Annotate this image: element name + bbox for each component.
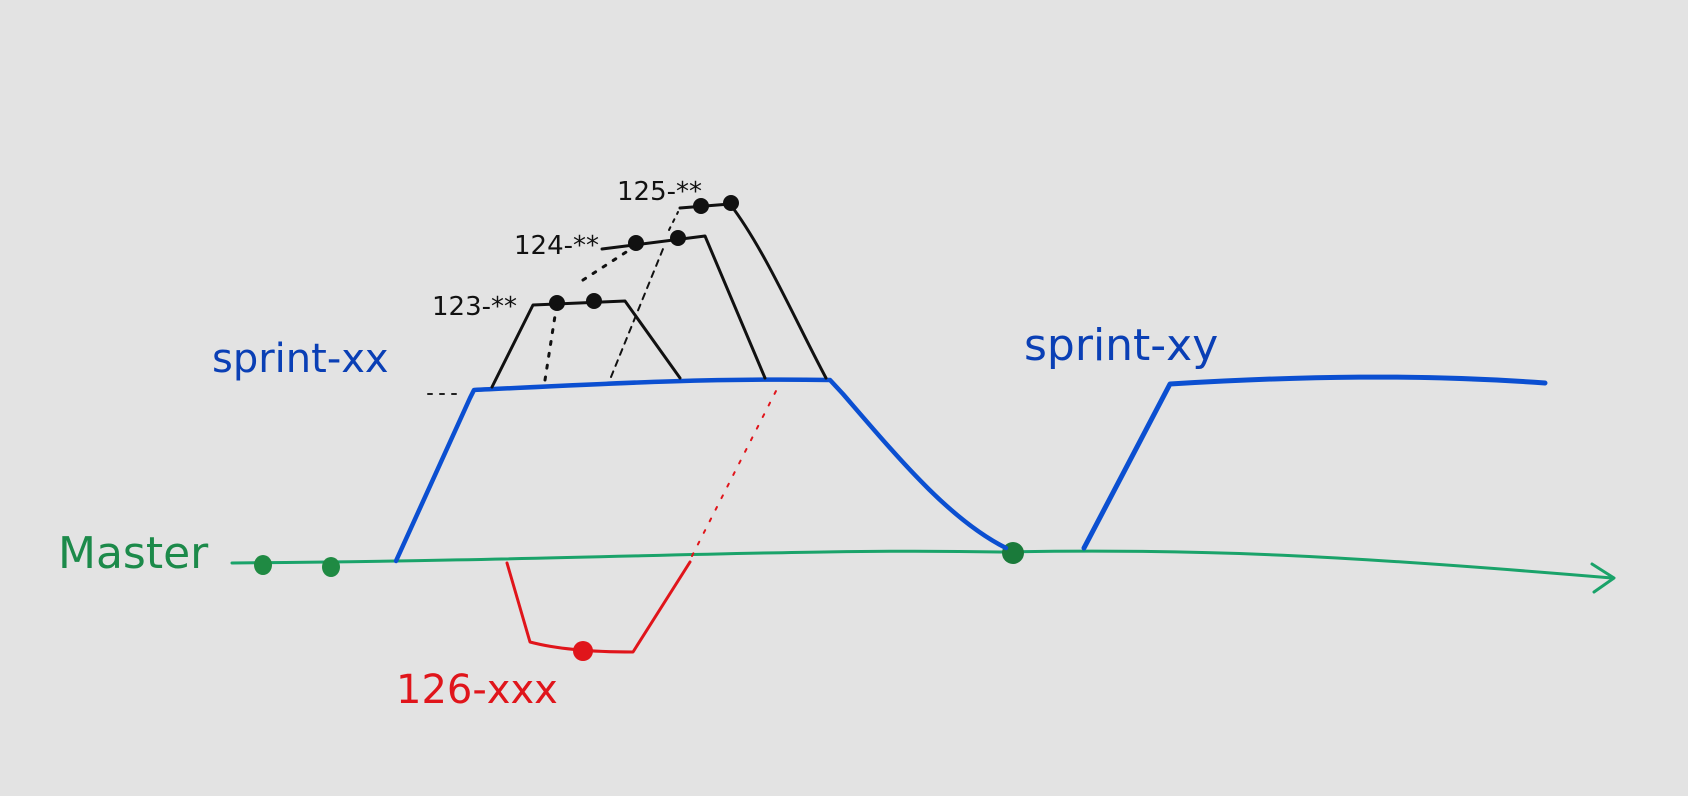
master-commit-2: [322, 557, 340, 577]
feature-124-commit-2: [670, 230, 686, 246]
feature-123-merge-dotted: [543, 301, 559, 382]
feature-124-line: [600, 234, 767, 380]
hotfix-126-line: [505, 560, 692, 654]
feature-124-rebase-dotted: [581, 245, 636, 282]
feature-125-branch: [668, 195, 828, 380]
master-arrow-head-icon: [1590, 562, 1616, 594]
master-label: Master: [58, 528, 209, 579]
hotfix-126-label: 126-xxx: [396, 667, 558, 713]
hotfix-126-merge-dotted: [691, 390, 777, 557]
feature-124-commit-1: [628, 235, 644, 251]
feature-125-commit-2: [723, 195, 739, 211]
feature-124-label: 124-**: [514, 231, 599, 261]
sprint-xx-branch: [393, 377, 1009, 564]
sprint-xy-label: sprint-xy: [1024, 320, 1218, 371]
master-commit-1: [254, 555, 272, 575]
sprint-xx-label: sprint-xx: [212, 336, 389, 382]
master-line: [230, 549, 1614, 580]
sprint-xy-line: [1081, 374, 1548, 551]
hotfix-126-commit: [573, 641, 593, 661]
feature-123-branch: [490, 293, 682, 389]
feature-124-branch: [581, 230, 767, 380]
feature-123-commit-2: [586, 293, 602, 309]
sprint-xx-line: [393, 377, 1009, 564]
hotfix-126-branch: [505, 390, 777, 661]
sprint-xy-branch: [1081, 374, 1548, 551]
master-branch: [230, 542, 1616, 594]
feature-125-commit-1: [693, 198, 709, 214]
feature-125-line: [678, 202, 828, 380]
feature-125-label: 125-**: [617, 177, 702, 207]
feature-123-label: 123-**: [432, 292, 517, 322]
feature-124-merge-dotted: [610, 243, 666, 378]
feature-123-line: [490, 299, 682, 389]
feature-125-rebase-dotted: [668, 211, 679, 231]
